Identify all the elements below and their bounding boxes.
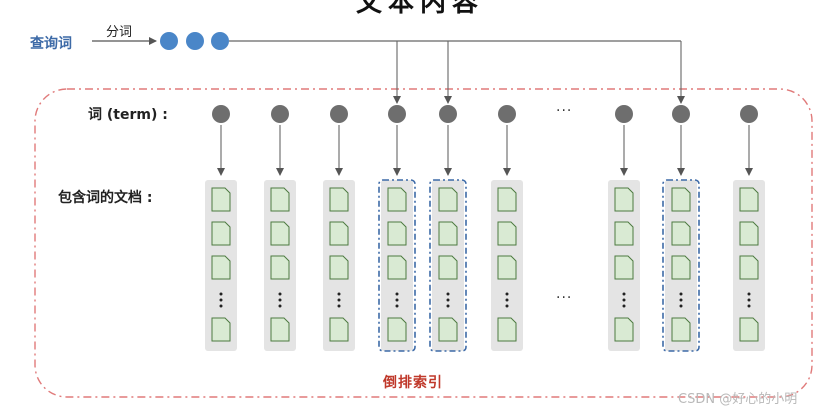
- docs-ellipsis: ···: [556, 290, 573, 306]
- document-icon: [387, 255, 407, 280]
- vertical-ellipsis-dot: [747, 298, 751, 302]
- document-icon: [270, 187, 290, 212]
- document-icon: [438, 317, 458, 342]
- vertical-ellipsis-dot: [679, 304, 683, 308]
- vertical-ellipsis-dot: [219, 304, 223, 308]
- document-icon: [497, 187, 517, 212]
- vertical-ellipsis-dot: [395, 304, 399, 308]
- term-dot-7: [615, 105, 633, 123]
- document-icon: [497, 255, 517, 280]
- diagram-title: 文本内容: [356, 0, 485, 18]
- query-term-dot-1: [160, 32, 178, 50]
- query-term-dot-3: [211, 32, 229, 50]
- vertical-ellipsis-dot: [337, 304, 341, 308]
- vertical-ellipsis-dot: [278, 304, 282, 308]
- vertical-ellipsis-dot: [446, 292, 450, 296]
- document-icon: [497, 317, 517, 342]
- term-dot-3: [330, 105, 348, 123]
- document-icon: [671, 255, 691, 280]
- document-icon: [614, 317, 634, 342]
- vertical-ellipsis-dot: [395, 292, 399, 296]
- document-icon: [329, 221, 349, 246]
- document-icon: [211, 317, 231, 342]
- matched-column-border-4: [378, 179, 416, 352]
- document-icon: [497, 221, 517, 246]
- vertical-ellipsis-dot: [679, 298, 683, 302]
- document-icon: [211, 221, 231, 246]
- query-label: 查询词: [30, 36, 72, 52]
- vertical-ellipsis-dot: [505, 304, 509, 308]
- index-boundary: [34, 88, 813, 398]
- document-icon: [438, 221, 458, 246]
- docs-label: 包含词的文档 :: [58, 190, 153, 206]
- matched-column-border-5: [429, 179, 467, 352]
- document-icon: [211, 187, 231, 212]
- vertical-ellipsis-dot: [679, 292, 683, 296]
- vertical-ellipsis-dot: [747, 292, 751, 296]
- vertical-ellipsis-dot: [505, 292, 509, 296]
- vertical-ellipsis-dot: [278, 298, 282, 302]
- watermark: CSDN @好心的小明: [678, 392, 798, 407]
- vertical-ellipsis-dot: [219, 298, 223, 302]
- term-dot-4: [388, 105, 406, 123]
- vertical-ellipsis-dot: [395, 298, 399, 302]
- document-icon: [739, 255, 759, 280]
- document-icon: [614, 187, 634, 212]
- segment-label: 分词: [106, 25, 133, 40]
- document-icon: [438, 255, 458, 280]
- document-icon: [614, 221, 634, 246]
- document-icon: [270, 255, 290, 280]
- document-icon: [270, 221, 290, 246]
- document-icon: [329, 317, 349, 342]
- document-icon: [671, 317, 691, 342]
- document-icon: [270, 317, 290, 342]
- term-dot-2: [271, 105, 289, 123]
- document-icon: [438, 187, 458, 212]
- term-dot-6: [498, 105, 516, 123]
- vertical-ellipsis-dot: [337, 298, 341, 302]
- document-icon: [387, 221, 407, 246]
- document-icon: [739, 317, 759, 342]
- term-dot-5: [439, 105, 457, 123]
- matched-column-border-8: [662, 179, 700, 352]
- vertical-ellipsis-dot: [278, 292, 282, 296]
- vertical-ellipsis-dot: [622, 298, 626, 302]
- term-dot-1: [212, 105, 230, 123]
- vertical-ellipsis-dot: [219, 292, 223, 296]
- vertical-ellipsis-dot: [337, 292, 341, 296]
- term-ellipsis: ···: [556, 103, 573, 119]
- document-icon: [739, 187, 759, 212]
- vertical-ellipsis-dot: [622, 304, 626, 308]
- index-label: 倒排索引: [383, 375, 443, 391]
- document-icon: [329, 187, 349, 212]
- vertical-ellipsis-dot: [446, 298, 450, 302]
- vertical-ellipsis-dot: [505, 298, 509, 302]
- document-icon: [387, 317, 407, 342]
- vertical-ellipsis-dot: [446, 304, 450, 308]
- term-dot-8: [672, 105, 690, 123]
- document-icon: [387, 187, 407, 212]
- document-icon: [739, 221, 759, 246]
- document-icon: [211, 255, 231, 280]
- term-label: 词 (term) :: [88, 107, 168, 123]
- document-icon: [671, 187, 691, 212]
- term-dot-9: [740, 105, 758, 123]
- query-term-dot-2: [186, 32, 204, 50]
- vertical-ellipsis-dot: [747, 304, 751, 308]
- document-icon: [329, 255, 349, 280]
- document-icon: [671, 221, 691, 246]
- vertical-ellipsis-dot: [622, 292, 626, 296]
- document-icon: [614, 255, 634, 280]
